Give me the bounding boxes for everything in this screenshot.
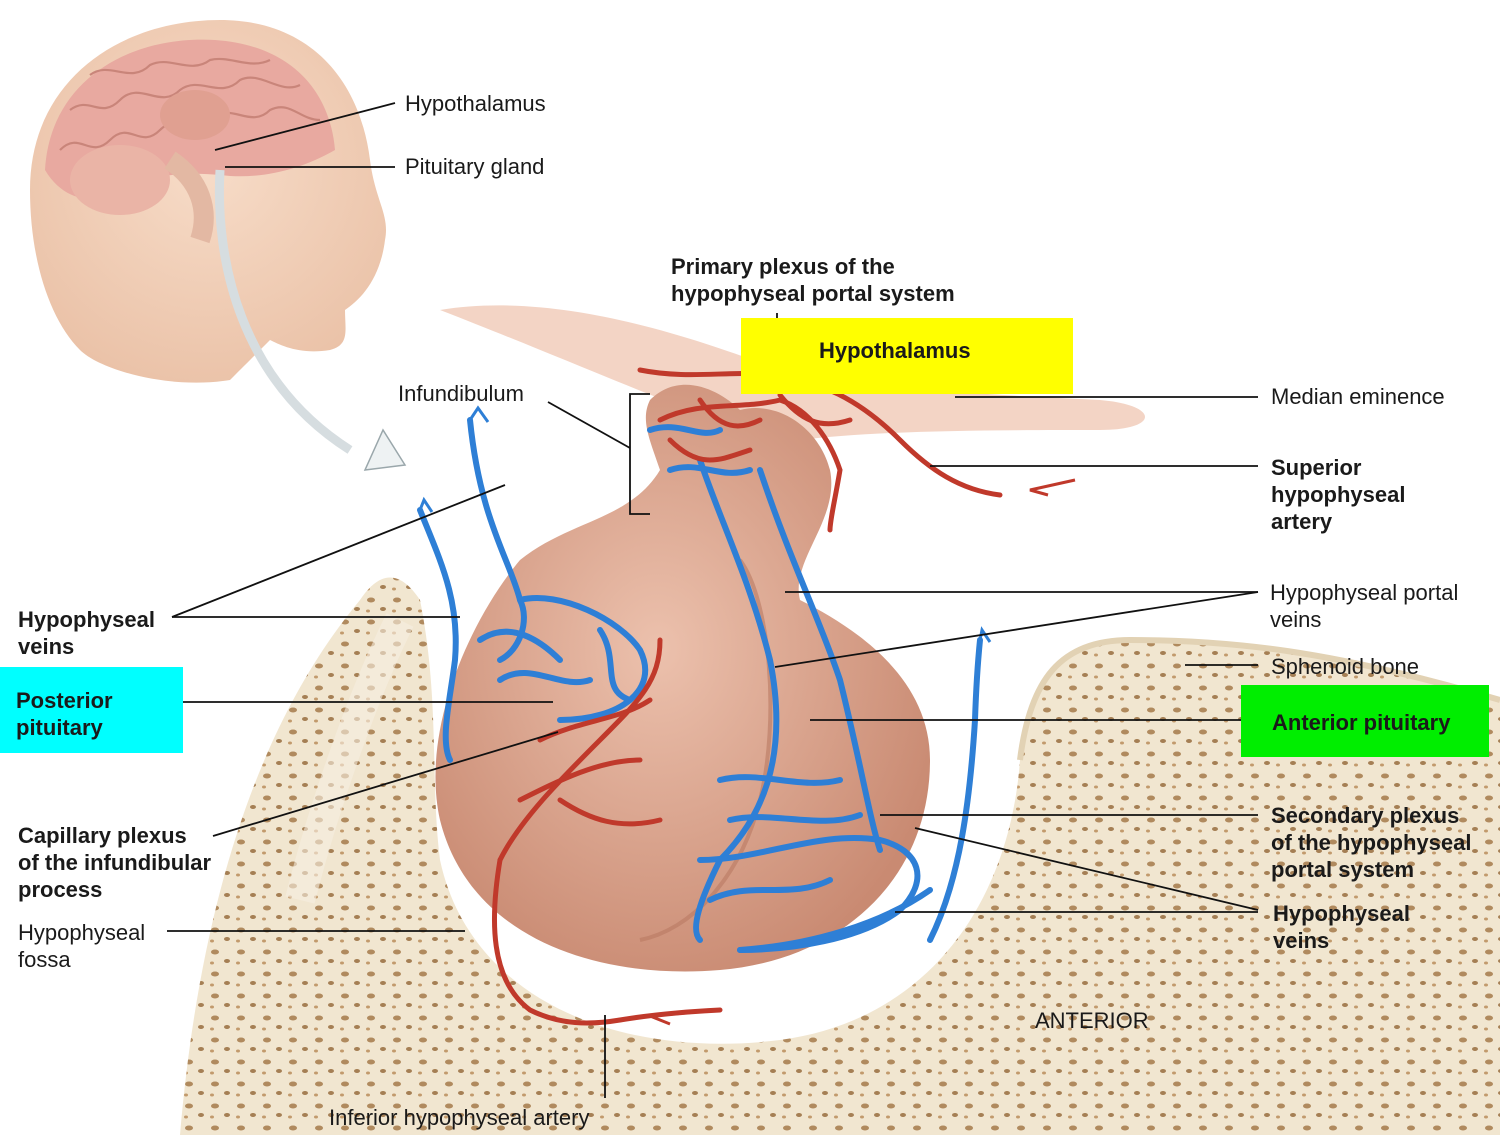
flow-arrows <box>418 405 1076 1026</box>
infundibulum-label: Infundibulum <box>398 381 524 406</box>
anterior-pituitary-highlight: Anterior pituitary <box>1241 685 1489 757</box>
zoom-arrow <box>214 169 353 454</box>
secondary-plexus-label: Secondary plexus of the hypophyseal port… <box>1271 803 1472 882</box>
head-illustration <box>30 20 387 383</box>
anterior-pituitary-label: Anterior pituitary <box>1272 710 1451 735</box>
sphenoid-bone-shape <box>180 577 1500 1135</box>
posterior-pituitary-highlight: Posterior pituitary <box>0 667 183 753</box>
inferior-hypophyseal-artery-label: Inferior hypophyseal artery <box>329 1105 590 1130</box>
hypophyseal-portal-veins-label: Hypophyseal portal veins <box>1270 580 1459 632</box>
hypophyseal-veins-left-label: Hypophyseal veins <box>18 607 155 659</box>
posterior-pituitary-label: Posterior pituitary <box>16 688 113 740</box>
zoom-arrow-head <box>363 428 407 471</box>
leader-lines <box>130 102 1259 1098</box>
hypothalamus-box-label: Hypothalamus <box>819 338 971 363</box>
median-eminence-label: Median eminence <box>1271 384 1445 409</box>
veins-network <box>417 417 983 953</box>
anterior-label: ANTERIOR <box>1035 1008 1149 1033</box>
capillary-plexus-label: Capillary plexus of the infundibular pro… <box>18 823 212 902</box>
superior-hypophyseal-artery-label: Superior hypophyseal artery <box>1271 455 1406 534</box>
pituitary-gland-label: Pituitary gland <box>405 154 545 179</box>
hypophyseal-veins-right-label: Hypophyseal veins <box>1273 901 1410 953</box>
sphenoid-bone-label: Sphenoid bone <box>1271 654 1420 679</box>
hypothalamus-highlight: Hypothalamus <box>741 318 1073 394</box>
hypothalamus-label: Hypothalamus <box>405 91 546 116</box>
hypophyseal-fossa-label: Hypophyseal fossa <box>18 920 146 972</box>
primary-plexus-label: Primary plexus of the hypophyseal portal… <box>671 254 955 306</box>
